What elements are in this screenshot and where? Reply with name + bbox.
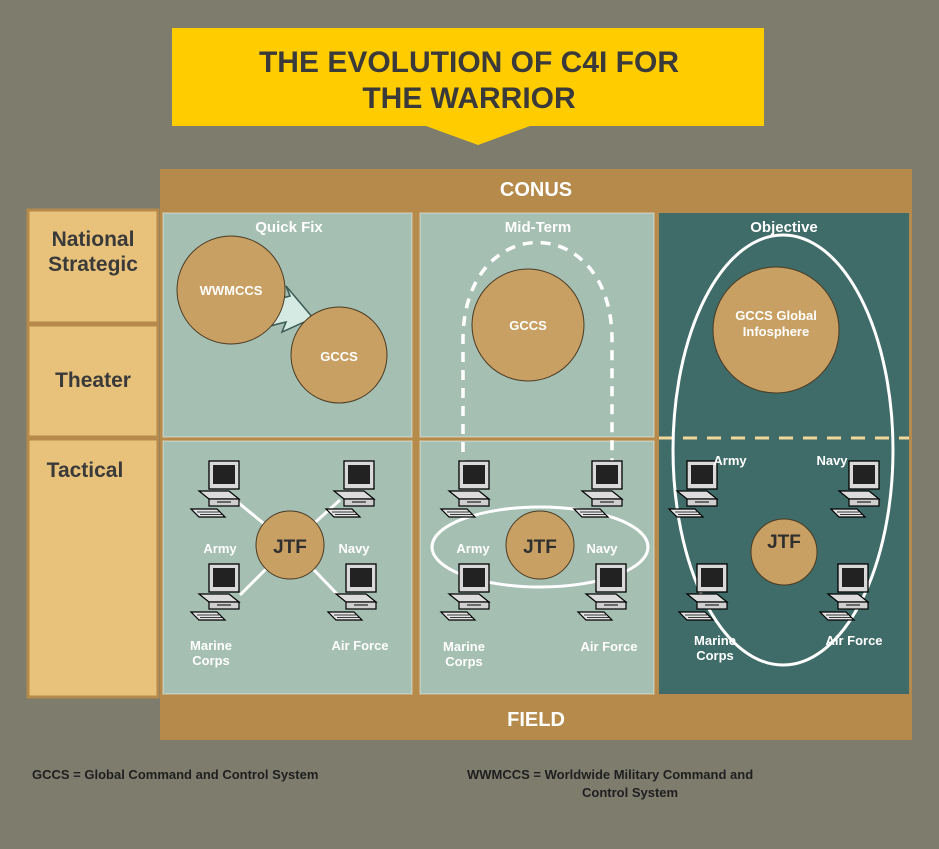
infosphere-label-line-1: GCCS Global [735,308,817,323]
row-label-theater: Theater [55,369,131,392]
marine-label: Marine [190,638,232,653]
gccs-circle [290,306,388,404]
row-cell-theater [26,323,160,439]
corps-label: Corps [192,653,230,668]
marine-label: Marine [694,633,736,648]
conus-band [160,169,912,209]
row-cell-national [26,208,160,325]
jtf-label: JTF [523,537,557,558]
jtf-hub [505,510,575,580]
row-label-national: National [52,228,135,251]
army-label: Army [203,541,237,556]
mid-term-panel: Mid-Term GCCS JTF Army Navy Marine Corps… [415,209,657,697]
jtf-hub [255,510,325,580]
infosphere-label-line-2: Infosphere [743,324,809,339]
objective-panel: Objective GCCS Global Infosphere JTF Arm… [657,209,912,697]
quick-fix-panel: Quick Fix WWMCCS GCCS JTF Army Navy Mari… [160,209,415,697]
air-force-label: Air Force [331,638,388,653]
air-force-label: Air Force [580,639,637,654]
row-label-tactical: Tactical [47,459,124,482]
dashed-link [461,240,614,470]
air-force-label: Air Force [825,633,882,648]
jtf-label: JTF [767,532,801,553]
mid-term-heading: Mid-Term [505,219,571,236]
corps-label: Corps [445,654,483,669]
navy-label: Navy [586,541,618,556]
army-label: Army [713,453,747,468]
row-cell-tactical [26,437,160,699]
jtf-label: JTF [273,537,307,558]
infosphere-ring [671,233,895,667]
marine-label: Marine [443,639,485,654]
field-band [160,697,912,740]
wwmccs-label: WWMCCS [200,283,263,298]
gccs-label: GCCS [509,318,547,333]
row-labels [26,208,160,699]
legend-gccs: GCCS = Global Command and Control System [32,767,318,782]
gccs-label: GCCS [320,349,358,364]
corps-label: Corps [696,648,734,663]
objective-heading: Objective [750,219,818,236]
network-ring [430,505,650,589]
infosphere-circle [712,266,840,394]
wwmccs-circle [176,235,286,345]
title-banner [172,28,764,145]
navy-label: Navy [338,541,370,556]
legend-wwmccs-line-2: Control System [582,785,678,800]
title-line-1: THE EVOLUTION OF C4I FOR [259,46,679,79]
jtf-hub [750,518,818,586]
gccs-circle [471,268,585,382]
quick-fix-heading: Quick Fix [255,219,323,236]
row-label-strategic: Strategic [48,253,138,276]
navy-label: Navy [816,453,848,468]
army-label: Army [456,541,490,556]
title-line-2: THE WARRIOR [362,82,576,115]
field-label: FIELD [507,709,565,731]
legend-wwmccs-line-1: WWMCCS = Worldwide Military Command and [467,767,753,782]
conus-label: CONUS [500,179,572,201]
